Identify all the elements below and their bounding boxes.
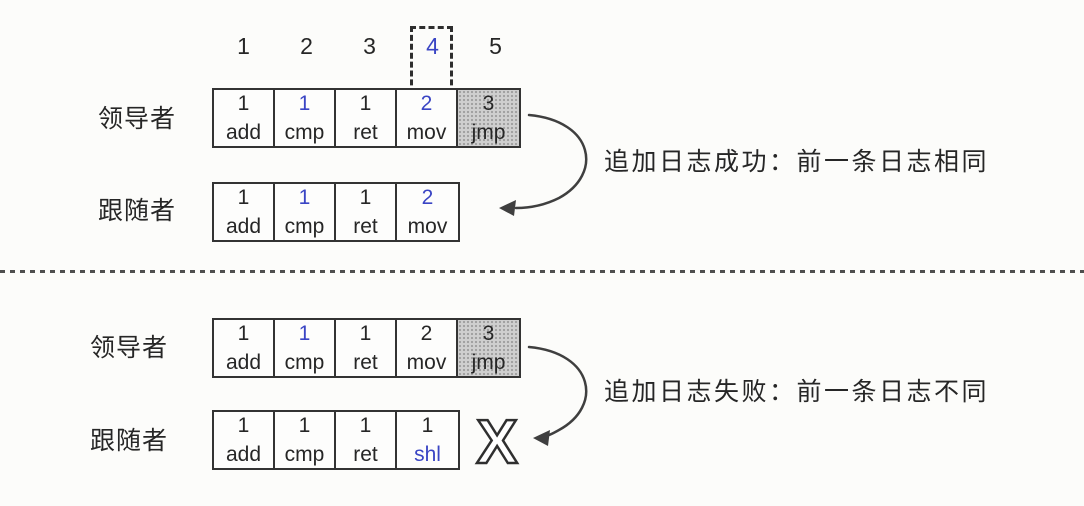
log-entry-cell: 2 mov	[397, 90, 458, 146]
leader-log-row-success: 1 add 1 cmp 1 ret 2 mov 3 jmp	[212, 88, 521, 148]
success-arrow-curve	[514, 113, 588, 210]
log-entry-cell: 2 mov	[397, 184, 458, 240]
term-number: 1	[237, 92, 250, 115]
term-number: 1	[298, 186, 311, 209]
log-entry-cell: 2 mov	[397, 320, 458, 376]
log-index-2: 2	[300, 33, 313, 59]
leader-label-failure: 领导者	[90, 334, 169, 362]
term-number: 1	[359, 92, 372, 115]
term-number: 1	[298, 322, 311, 345]
command-name: cmp	[284, 215, 325, 238]
term-number: 1	[298, 92, 311, 115]
log-entry-cell: 1 shl	[397, 412, 458, 468]
term-number: 1	[237, 414, 250, 437]
log-entry-cell: 3 jmp	[458, 320, 519, 376]
command-name: ret	[353, 121, 378, 144]
term-number: 1	[421, 414, 434, 437]
term-number: 1	[359, 186, 372, 209]
term-number: 3	[482, 92, 495, 115]
term-number: 1	[237, 322, 250, 345]
term-number: 2	[421, 186, 434, 209]
term-number: 1	[359, 322, 372, 345]
command-name: ret	[353, 215, 378, 238]
command-name: shl	[414, 443, 441, 466]
term-number: 2	[420, 322, 433, 345]
command-name: cmp	[284, 121, 325, 144]
term-number: 1	[298, 414, 311, 437]
command-name: add	[225, 121, 262, 144]
leader-label-success: 领导者	[98, 105, 177, 133]
command-name: cmp	[284, 351, 325, 374]
command-name: jmp	[471, 121, 506, 144]
follower-label-failure: 跟随者	[90, 427, 169, 455]
command-name: ret	[353, 351, 378, 374]
success-annotation: 追加日志成功：前一条日志相同	[604, 148, 990, 176]
log-entry-cell: 1 ret	[336, 184, 397, 240]
log-entry-cell: 1 cmp	[275, 90, 336, 146]
term-number: 1	[359, 414, 372, 437]
leader-log-row-failure: 1 add 1 cmp 1 ret 2 mov 3 jmp	[212, 318, 521, 378]
failure-arrowhead	[533, 430, 550, 446]
command-name: mov	[407, 215, 448, 238]
section-divider	[0, 270, 1084, 273]
log-entry-cell: 1 add	[214, 320, 275, 376]
command-name: jmp	[471, 351, 506, 374]
log-index-5: 5	[489, 33, 502, 59]
command-name: cmp	[284, 443, 325, 466]
log-index-1: 1	[237, 33, 250, 59]
command-name: mov	[406, 351, 447, 374]
log-entry-cell: 1 cmp	[275, 184, 336, 240]
log-entry-cell: 1 ret	[336, 320, 397, 376]
log-entry-cell: 1 add	[214, 90, 275, 146]
svg-text:X: X	[476, 408, 517, 474]
term-number: 3	[482, 322, 495, 345]
failure-arrow-curve	[527, 345, 588, 438]
command-name: add	[225, 443, 262, 466]
follower-label-success: 跟随者	[98, 197, 177, 225]
success-arrowhead	[499, 200, 516, 216]
command-name: ret	[353, 443, 378, 466]
log-entry-cell: 1 ret	[336, 412, 397, 468]
log-index-3: 3	[363, 33, 376, 59]
log-entry-cell: 1 add	[214, 184, 275, 240]
log-entry-cell: 1 cmp	[275, 412, 336, 468]
term-number: 2	[420, 92, 433, 115]
command-name: mov	[406, 121, 447, 144]
command-name: add	[225, 351, 262, 374]
log-entry-cell: 1 add	[214, 412, 275, 468]
log-index-row: 1 2 3 4 5	[212, 33, 527, 59]
log-entry-cell: 3 jmp	[458, 90, 519, 146]
failure-annotation: 追加日志失败：前一条日志不同	[604, 378, 990, 406]
mismatch-x-icon: X	[475, 407, 519, 474]
follower-log-row-failure: 1 add 1 cmp 1 ret 1 shl	[212, 410, 460, 470]
log-entry-cell: 1 ret	[336, 90, 397, 146]
command-name: add	[225, 215, 262, 238]
term-number: 1	[237, 186, 250, 209]
follower-log-row-success: 1 add 1 cmp 1 ret 2 mov	[212, 182, 460, 242]
log-entry-cell: 1 cmp	[275, 320, 336, 376]
log-index-4: 4	[426, 33, 439, 59]
